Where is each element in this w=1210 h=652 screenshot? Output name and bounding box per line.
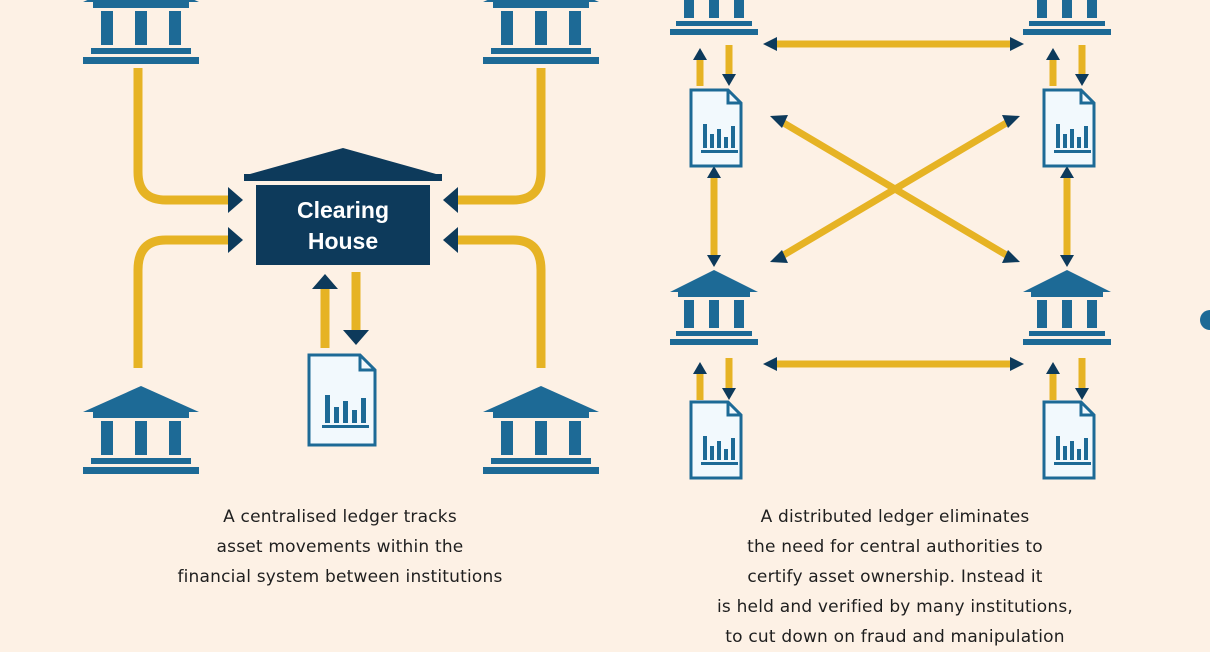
arrow-icon bbox=[707, 166, 721, 178]
clearing-house-label-line2: House bbox=[308, 228, 378, 254]
ledger-document-icon bbox=[689, 88, 743, 168]
arrow-icon bbox=[443, 227, 458, 253]
arrow-icon bbox=[1060, 255, 1074, 267]
arrow-icon bbox=[770, 250, 788, 263]
caption-line: financial system between institutions bbox=[177, 567, 503, 587]
arrow-icon bbox=[693, 48, 707, 60]
ledger-document-icon bbox=[1042, 400, 1096, 480]
bank-icon bbox=[1023, 0, 1111, 35]
ledger-document-icon bbox=[689, 400, 743, 480]
arrow-icon bbox=[1010, 37, 1024, 51]
arrow-icon bbox=[763, 357, 777, 371]
arrow-icon bbox=[343, 330, 369, 345]
arrow-icon bbox=[763, 37, 777, 51]
connector-lines bbox=[696, 40, 1086, 400]
arrow-icon bbox=[722, 388, 736, 400]
bank-icon bbox=[670, 0, 758, 35]
arrow-icon bbox=[1046, 362, 1060, 374]
ledger-document-icon bbox=[1042, 88, 1096, 168]
arrow-icon bbox=[770, 115, 788, 128]
arrow-icon bbox=[722, 74, 736, 86]
caption-line: A distributed ledger eliminates bbox=[760, 507, 1030, 527]
arrow-icon bbox=[1060, 166, 1074, 178]
caption-line: certify asset ownership. Instead it bbox=[747, 567, 1043, 587]
edge-marker bbox=[1200, 310, 1210, 330]
arrow-icon bbox=[312, 274, 338, 289]
bank-icon bbox=[83, 0, 199, 64]
bank-icon bbox=[83, 386, 199, 474]
bank-icon bbox=[483, 386, 599, 474]
arrowheads bbox=[693, 37, 1089, 400]
bank-icon bbox=[670, 270, 758, 345]
arrow-icon bbox=[1046, 48, 1060, 60]
ledger-document-icon bbox=[307, 353, 377, 447]
arrow-icon bbox=[1002, 115, 1020, 128]
caption-line: A centralised ledger tracks bbox=[223, 507, 457, 527]
arrow-icon bbox=[228, 187, 243, 213]
arrow-icon bbox=[1002, 250, 1020, 263]
distributed-ledger-diagram bbox=[670, 0, 1210, 480]
caption-line: the need for central authorities to bbox=[747, 537, 1043, 557]
clearing-house: Clearing House bbox=[244, 148, 442, 265]
bank-icon bbox=[483, 0, 599, 64]
arrow-icon bbox=[228, 227, 243, 253]
arrow-icon bbox=[443, 187, 458, 213]
arrow-icon bbox=[1075, 74, 1089, 86]
centralised-ledger-diagram: Clearing House bbox=[83, 0, 599, 474]
arrow-icon bbox=[693, 362, 707, 374]
bank-icon bbox=[1023, 270, 1111, 345]
arrowheads bbox=[228, 187, 458, 345]
connector-lines bbox=[133, 68, 546, 368]
distributed-ledger-caption: A distributed ledger eliminates the need… bbox=[640, 502, 1150, 652]
arrow-icon bbox=[1010, 357, 1024, 371]
arrow-icon bbox=[707, 255, 721, 267]
caption-line: is held and verified by many institution… bbox=[717, 597, 1073, 617]
arrow-icon bbox=[1075, 388, 1089, 400]
centralised-ledger-caption: A centralised ledger tracks asset moveme… bbox=[100, 502, 580, 592]
caption-line: asset movements within the bbox=[216, 537, 464, 557]
clearing-house-label-line1: Clearing bbox=[297, 197, 389, 223]
caption-line: to cut down on fraud and manipulation bbox=[725, 627, 1065, 647]
